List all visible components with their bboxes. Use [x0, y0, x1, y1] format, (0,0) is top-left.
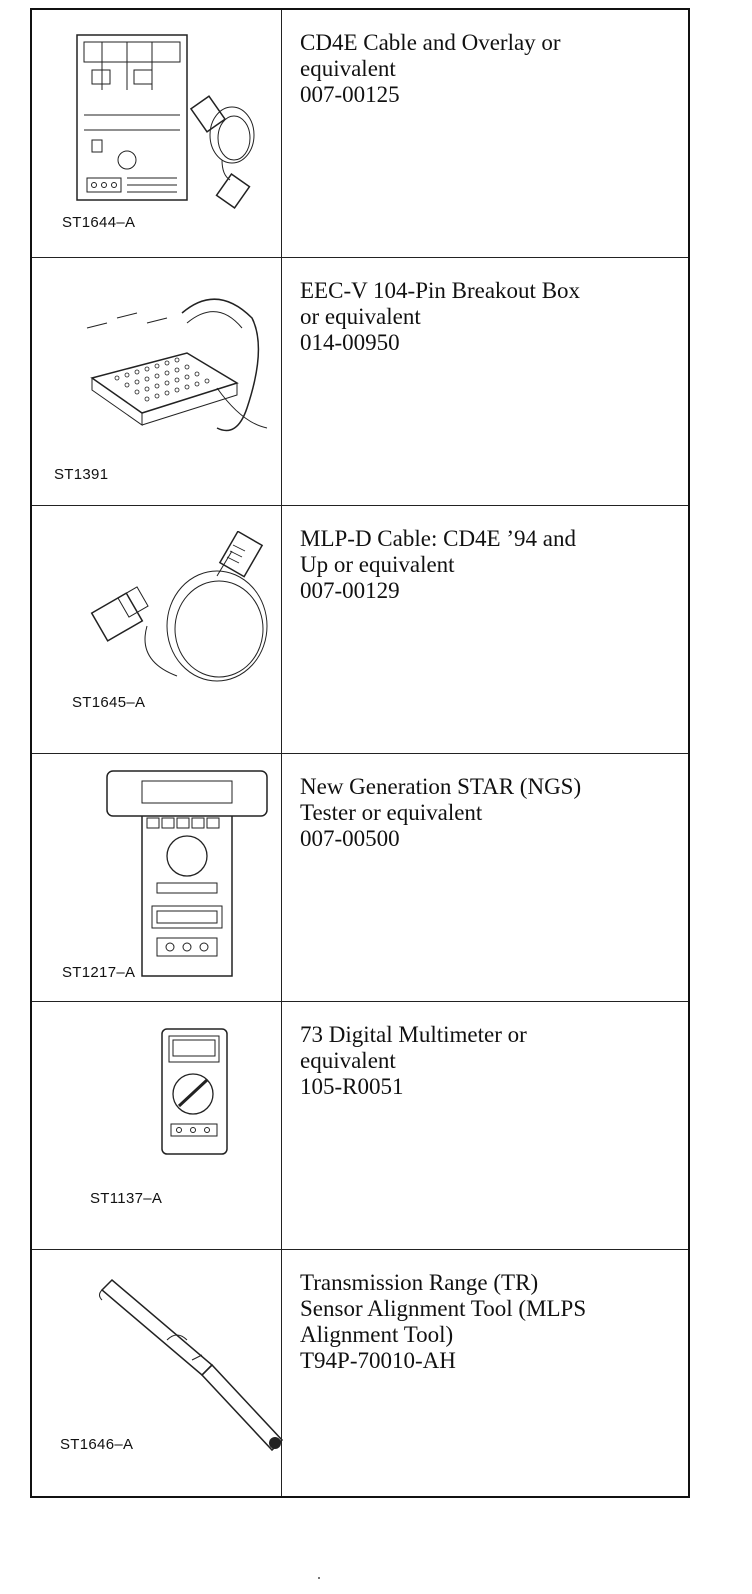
tool-name-line: CD4E Cable and Overlay or [300, 30, 561, 55]
figure-code: ST1646–A [60, 1436, 134, 1453]
tool-name-line: Transmission Range (TR) [300, 1270, 539, 1295]
tool-illustration-cell: ST1644–A [32, 10, 282, 257]
tool-illustration-cell: ST1217–A [32, 754, 282, 1001]
ngs-tester-icon [106, 770, 268, 977]
tool-illustration-cell: ST1137–A [32, 1002, 282, 1249]
tool-description: New Generation STAR (NGS) Tester or equi… [282, 754, 688, 1001]
tool-description: CD4E Cable and Overlay or equivalent 007… [282, 10, 688, 257]
tool-name-line: Alignment Tool) [300, 1322, 454, 1347]
figure-code: ST1644–A [62, 214, 136, 231]
figure-code: ST1645–A [72, 694, 146, 711]
tool-illustration-cell: ST1646–A [32, 1250, 284, 1496]
tool-row: ST1137–A 73 Digital Multimeter or equiva… [32, 1002, 688, 1250]
figure-code: ST1217–A [62, 964, 136, 981]
tool-row: ST1646–A Transmission Range (TR) Sensor … [32, 1250, 688, 1496]
tool-name-line: Up or equivalent [300, 552, 455, 577]
tool-illustration-cell: ST1645–A [32, 506, 282, 753]
tool-name-line: equivalent [300, 56, 396, 81]
tool-part-number: T94P-70010-AH [300, 1348, 456, 1373]
tool-part-number: 007-00125 [300, 82, 400, 107]
figure-code: ST1391 [54, 466, 109, 483]
tool-name-line: MLP-D Cable: CD4E ’94 and [300, 526, 576, 551]
tool-name-line: New Generation STAR (NGS) [300, 774, 582, 799]
tool-part-number: 105-R0051 [300, 1074, 404, 1099]
tool-description: Transmission Range (TR) Sensor Alignment… [282, 1250, 688, 1496]
tool-part-number: 014-00950 [300, 330, 400, 355]
tool-name-line: Sensor Alignment Tool (MLPS [300, 1296, 587, 1321]
tool-part-number: 007-00500 [300, 826, 400, 851]
tool-description: EEC-V 104-Pin Breakout Box or equivalent… [282, 258, 688, 505]
tool-description: 73 Digital Multimeter or equivalent 105-… [282, 1002, 688, 1249]
tool-row: ST1644–A CD4E Cable and Overlay or equiv… [32, 10, 688, 258]
tool-illustration-cell: ST1391 [32, 258, 282, 505]
page-mark [318, 1577, 320, 1579]
tool-row: ST1217–A New Generation STAR (NGS) Teste… [32, 754, 688, 1002]
tool-name-line: Tester or equivalent [300, 800, 483, 825]
alignment-tool-icon [99, 1278, 284, 1452]
tool-name-line: or equivalent [300, 304, 421, 329]
tool-part-number: 007-00129 [300, 578, 400, 603]
breakout-box-icon [86, 298, 268, 432]
cable-overlay-icon [76, 34, 255, 210]
tool-name-line: equivalent [300, 1048, 396, 1073]
multimeter-icon [161, 1028, 228, 1155]
tool-row: ST1391 EEC-V 104-Pin Breakout Box or equ… [32, 258, 688, 506]
mlp-cable-icon [90, 531, 268, 682]
tool-name-line: 73 Digital Multimeter or [300, 1022, 527, 1047]
tools-table: ST1644–A CD4E Cable and Overlay or equiv… [30, 8, 690, 1498]
tool-row: ST1645–A MLP-D Cable: CD4E ’94 and Up or… [32, 506, 688, 754]
figure-code: ST1137–A [90, 1190, 163, 1207]
tool-name-line: EEC-V 104-Pin Breakout Box [300, 278, 581, 303]
tool-description: MLP-D Cable: CD4E ’94 and Up or equivale… [282, 506, 688, 753]
